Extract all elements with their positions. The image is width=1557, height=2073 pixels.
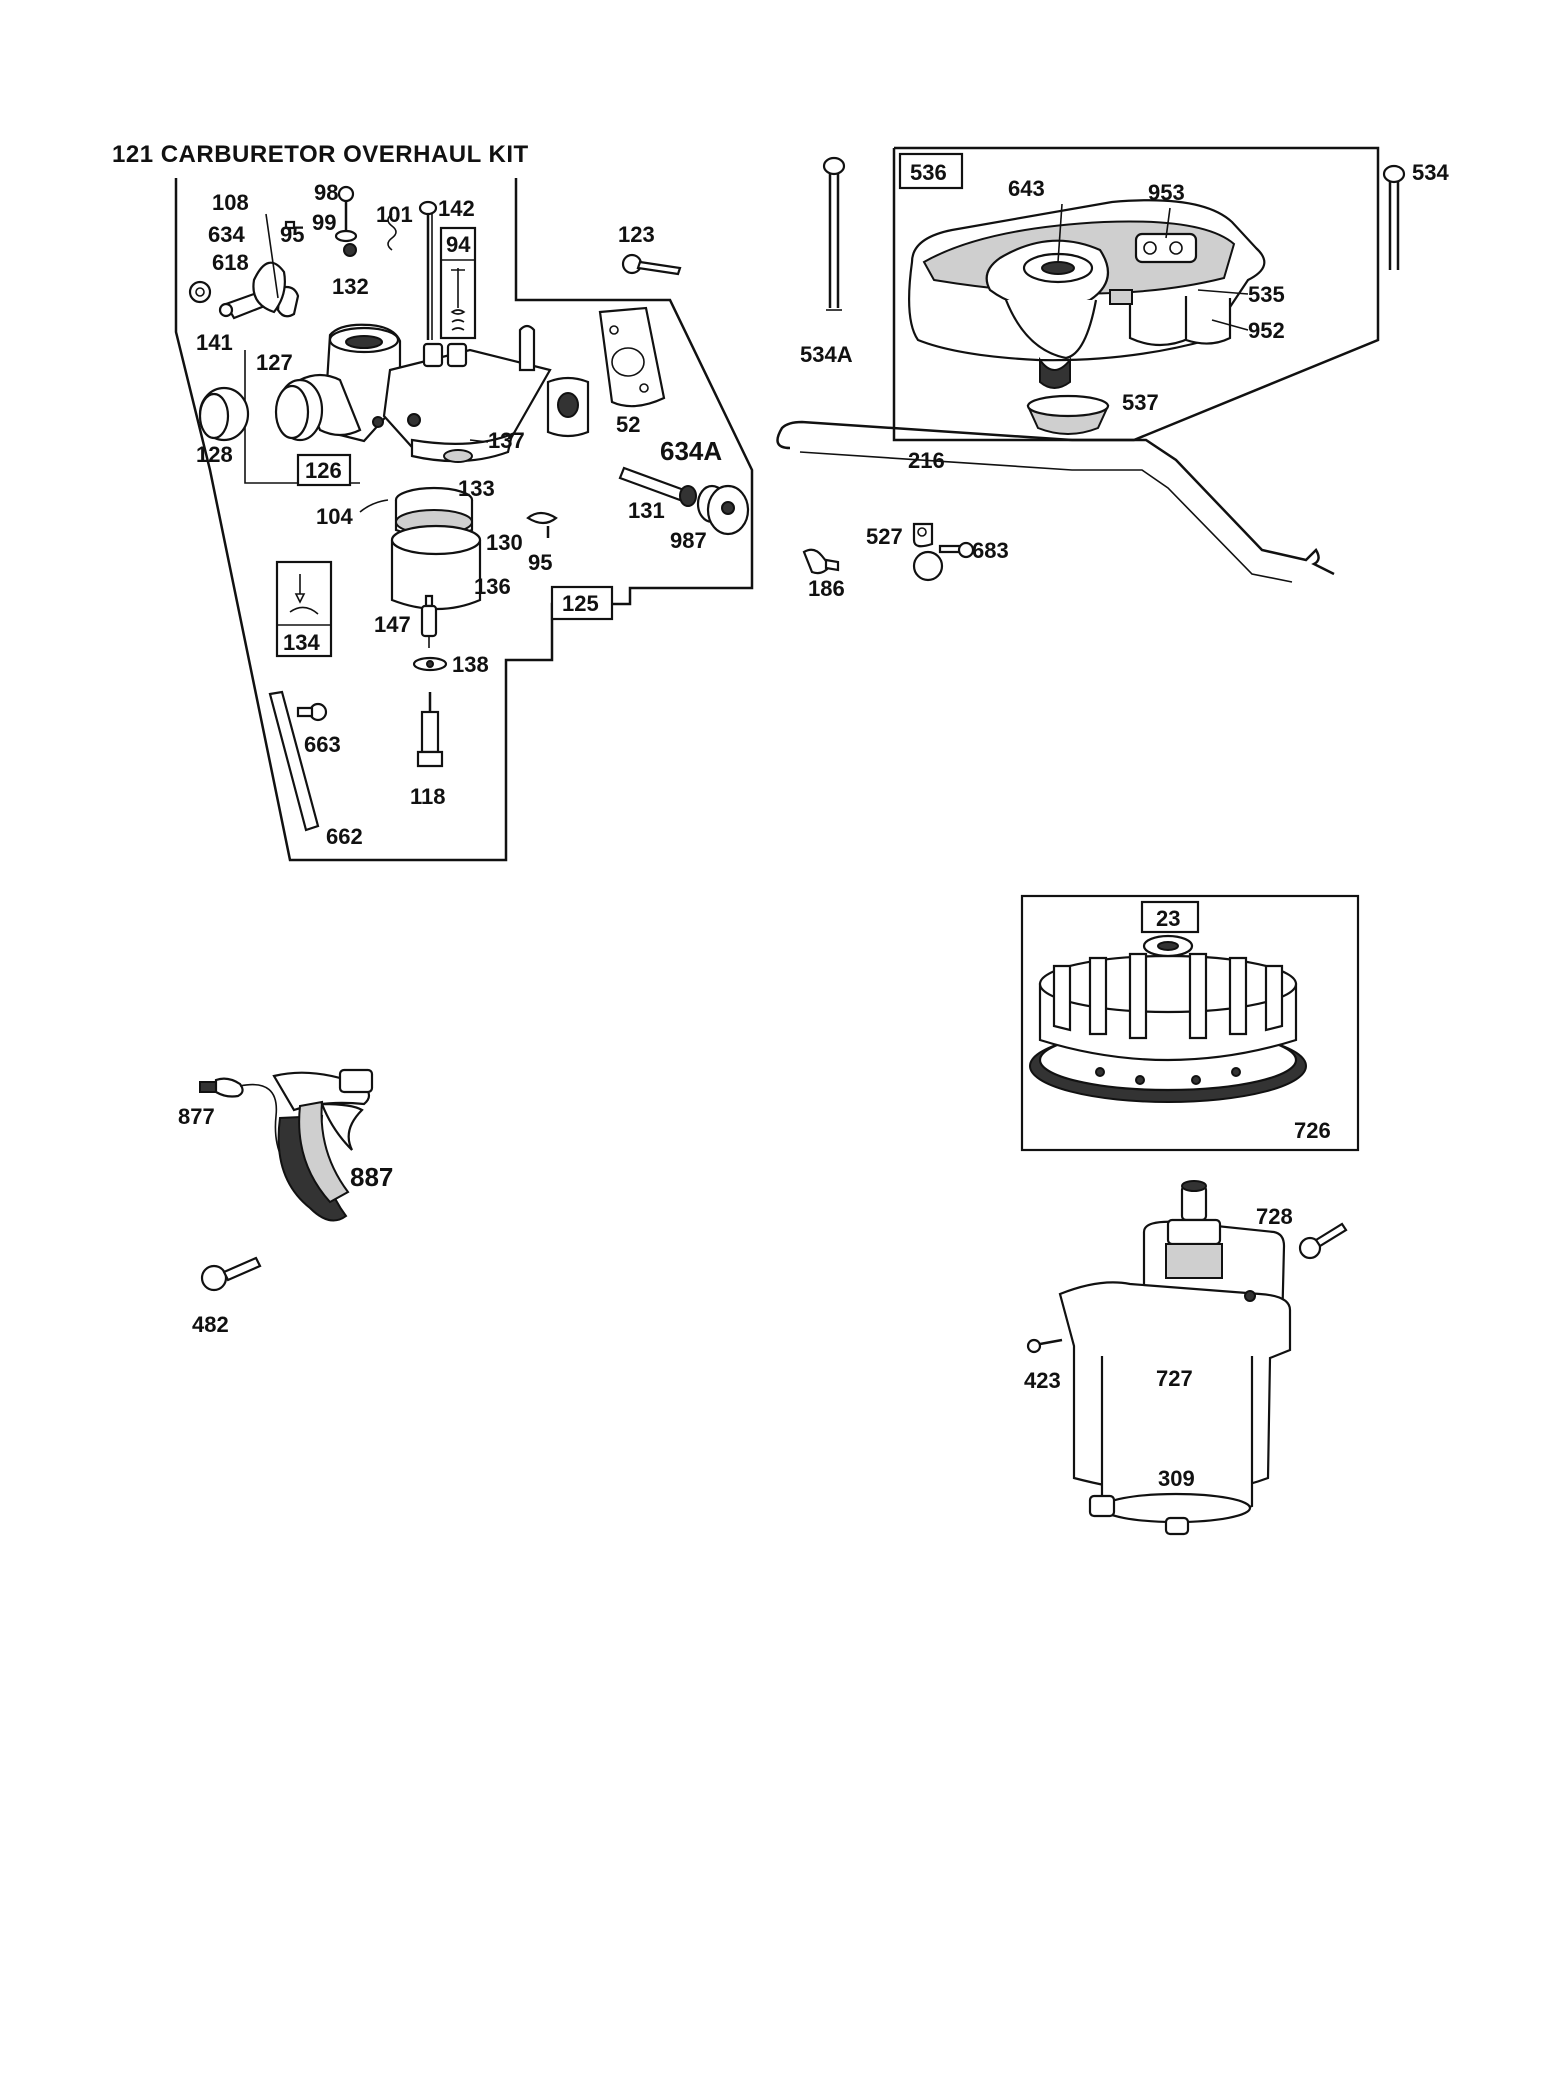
box-126 bbox=[296, 453, 352, 487]
screw-663 bbox=[296, 702, 328, 722]
label-953: 953 bbox=[1148, 180, 1185, 205]
box-125 bbox=[550, 585, 614, 621]
label-309: 309 bbox=[1158, 1466, 1195, 1491]
flywheel bbox=[1029, 934, 1307, 1103]
box-134 bbox=[275, 560, 333, 658]
label-527: 527 bbox=[866, 524, 903, 549]
link-662 bbox=[268, 690, 320, 832]
label-133: 133 bbox=[458, 476, 495, 501]
carburetor-body bbox=[274, 323, 590, 463]
label-134: 134 bbox=[283, 630, 320, 655]
label-534a: 534A bbox=[800, 342, 853, 367]
label-186: 186 bbox=[808, 576, 845, 601]
clamp-527 bbox=[912, 522, 975, 582]
label-98: 98 bbox=[314, 180, 338, 205]
label-952: 952 bbox=[1248, 318, 1285, 343]
fitting-186 bbox=[802, 548, 840, 575]
kit-title: 121 CARBURETOR OVERHAUL KIT bbox=[112, 141, 529, 168]
rod-216 bbox=[776, 420, 1335, 576]
label-534: 534 bbox=[1412, 160, 1449, 185]
screw-423 bbox=[1026, 1338, 1063, 1354]
bolt-534 bbox=[1382, 164, 1406, 270]
needle-valve-147 bbox=[420, 594, 438, 648]
label-138: 138 bbox=[452, 652, 489, 677]
label-535: 535 bbox=[1248, 282, 1285, 307]
label-423: 423 bbox=[1024, 1368, 1061, 1393]
jet-icon bbox=[289, 574, 319, 615]
label-877: 877 bbox=[178, 1104, 215, 1129]
label-125: 125 bbox=[562, 591, 599, 616]
label-536: 536 bbox=[910, 160, 947, 185]
label-118: 118 bbox=[410, 784, 446, 809]
needle-142 bbox=[418, 200, 438, 340]
bolt-534a bbox=[822, 156, 846, 311]
label-94: 94 bbox=[446, 232, 471, 257]
label-127: 127 bbox=[256, 350, 293, 375]
float-136 bbox=[390, 486, 482, 611]
label-537: 537 bbox=[1122, 390, 1159, 415]
label-104: 104 bbox=[316, 504, 353, 529]
label-618: 618 bbox=[212, 250, 249, 275]
idle-screw-icon bbox=[450, 268, 466, 331]
label-131: 131 bbox=[628, 498, 665, 523]
ignition-armature bbox=[199, 1068, 374, 1222]
label-136: 136 bbox=[474, 574, 511, 599]
label-126: 126 bbox=[305, 458, 342, 483]
label-726: 726 bbox=[1294, 1118, 1331, 1143]
box-23 bbox=[1140, 900, 1200, 934]
screw-stack-98 bbox=[334, 185, 358, 257]
tank-outline bbox=[892, 146, 1380, 442]
bolt-482 bbox=[200, 1256, 262, 1292]
bolt-123 bbox=[621, 253, 682, 276]
label-123: 123 bbox=[618, 222, 655, 247]
label-728: 728 bbox=[1256, 1204, 1293, 1229]
cap-537 bbox=[1026, 394, 1110, 435]
bolt-728 bbox=[1298, 1222, 1348, 1260]
label-52: 52 bbox=[616, 412, 640, 437]
label-643: 643 bbox=[1008, 176, 1045, 201]
gasket-52 bbox=[598, 306, 666, 408]
label-99: 99 bbox=[312, 210, 336, 235]
choke-plate-634 bbox=[252, 261, 286, 314]
label-662: 662 bbox=[326, 824, 363, 849]
label-101: 101 bbox=[376, 202, 413, 227]
label-142: 142 bbox=[438, 196, 475, 221]
label-216: 216 bbox=[908, 448, 945, 473]
clip-104 bbox=[359, 499, 389, 513]
label-634: 634 bbox=[208, 222, 245, 247]
starter-motor bbox=[1058, 1180, 1292, 1536]
label-130: 130 bbox=[486, 530, 523, 555]
box-536 bbox=[898, 152, 964, 190]
nut-618 bbox=[188, 280, 212, 304]
fuel-tank bbox=[908, 199, 1266, 389]
label-141: 141 bbox=[196, 330, 233, 355]
label-663: 663 bbox=[304, 732, 341, 757]
label-128: 128 bbox=[196, 442, 233, 467]
label-147: 147 bbox=[374, 612, 411, 637]
label-482: 482 bbox=[192, 1312, 229, 1337]
label-95-upper: 95 bbox=[280, 222, 304, 247]
label-132: 132 bbox=[332, 274, 369, 299]
label-137: 137 bbox=[488, 428, 525, 453]
pin-130 bbox=[526, 511, 558, 525]
jet-118 bbox=[416, 692, 444, 768]
label-987: 987 bbox=[670, 528, 707, 553]
label-634a: 634A bbox=[660, 436, 722, 466]
label-887: 887 bbox=[350, 1162, 393, 1192]
shaft-131 bbox=[618, 466, 750, 536]
label-23: 23 bbox=[1156, 906, 1180, 931]
spring-101 bbox=[387, 213, 397, 251]
label-683: 683 bbox=[972, 538, 1009, 563]
ring-128 bbox=[198, 386, 250, 442]
label-727: 727 bbox=[1156, 1366, 1193, 1391]
label-95-lower: 95 bbox=[528, 550, 552, 575]
label-108: 108 bbox=[212, 190, 249, 215]
